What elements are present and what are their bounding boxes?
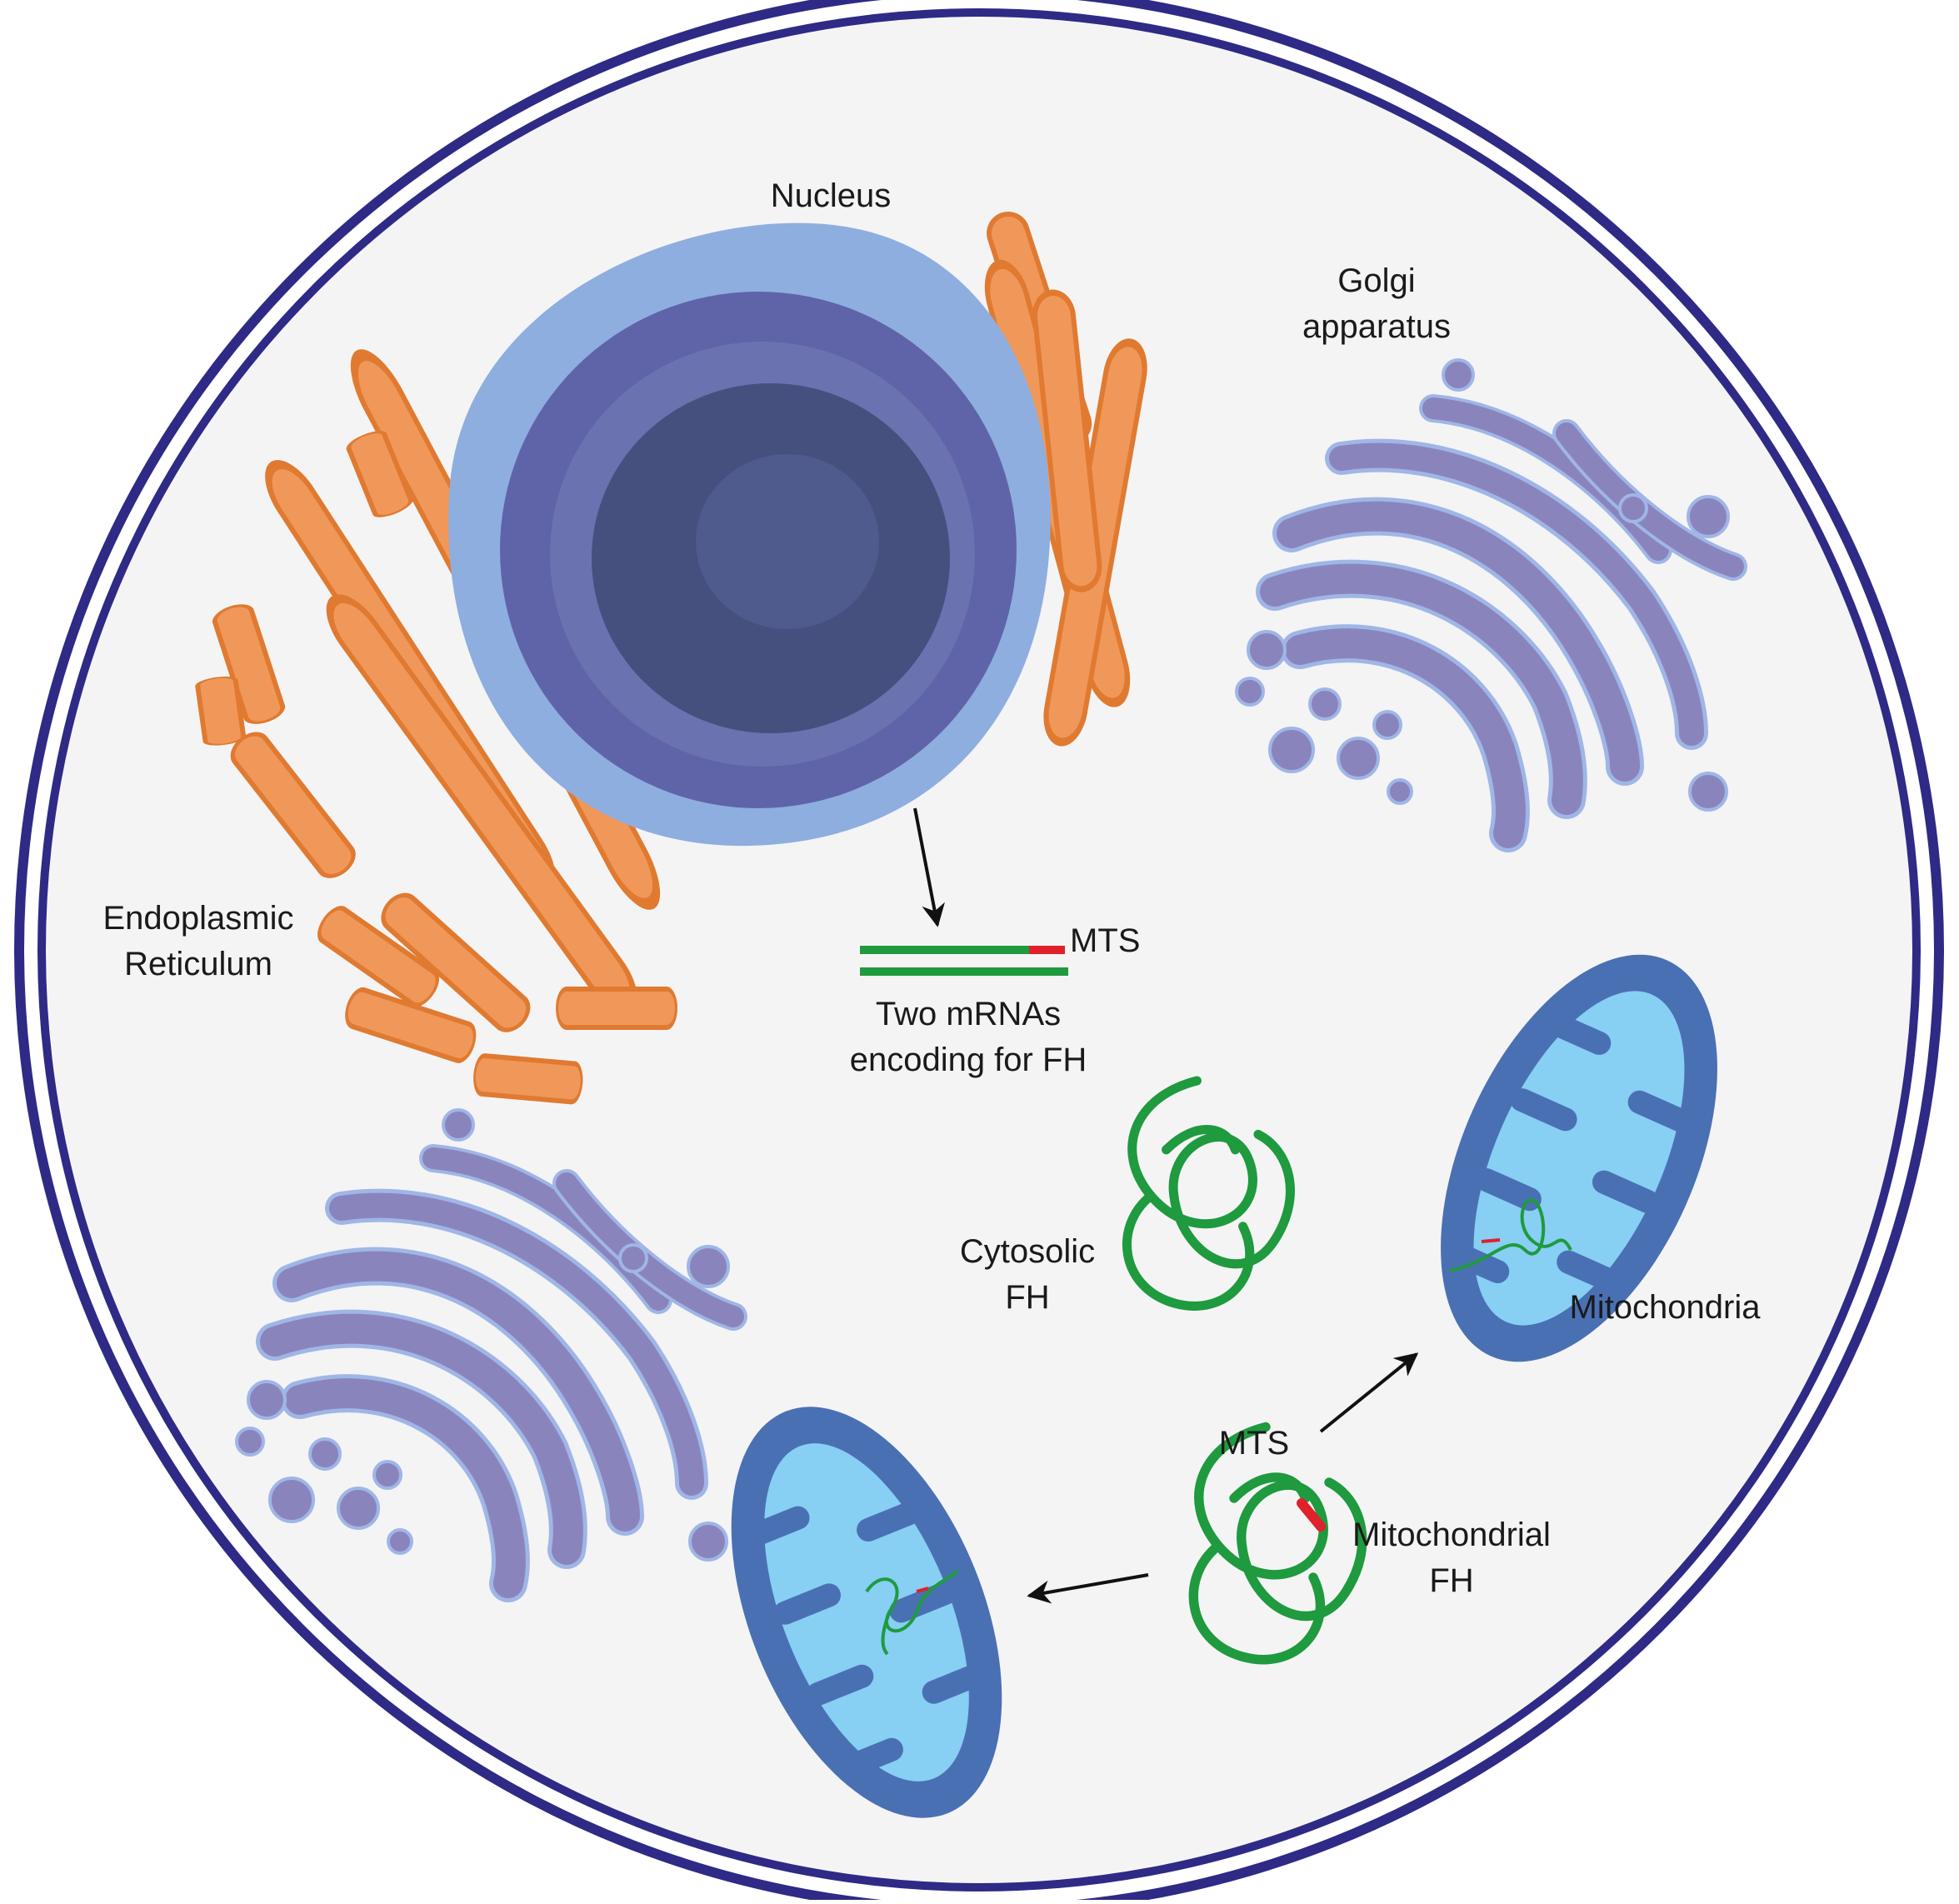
- nucleus-label: Nucleus: [771, 177, 892, 214]
- mrna-label-line1: Two mRNAs: [876, 996, 1061, 1032]
- golgi-label-line2: apparatus: [1302, 308, 1451, 345]
- mitofh-label-line2: FH: [1429, 1562, 1473, 1599]
- mts-protein-label: MTS: [1219, 1425, 1289, 1462]
- golgi-label-line1: Golgi: [1337, 262, 1415, 299]
- imported-protein-icon: [1449, 1198, 1572, 1272]
- mrna-label-line2: encoding for FH: [850, 1042, 1087, 1078]
- cell-border-outer: [14, 0, 1944, 1904]
- er-label-line1: Endoplasmic: [102, 900, 293, 937]
- er-label-line2: Reticulum: [124, 946, 272, 982]
- nucleus-icon: [448, 222, 1051, 847]
- arrow-icon-2: [1319, 1352, 1419, 1433]
- imported-protein-icon-2: [865, 1569, 960, 1656]
- arrow-icon-3: [1027, 1573, 1149, 1604]
- mitofh-label-line1: Mitochondrial: [1352, 1517, 1551, 1553]
- mitochondria-label: Mitochondria: [1569, 1289, 1761, 1326]
- mts-mrna-label: MTS: [1070, 922, 1140, 959]
- imported-mts-icon-2: [916, 1587, 929, 1593]
- mrna-icon: [860, 946, 1068, 976]
- arrow-icon: [913, 807, 945, 927]
- cytosolic-label-line1: Cytosolic: [960, 1233, 1095, 1270]
- imported-mts-icon: [1481, 1238, 1501, 1243]
- mts-tail-icon: [1297, 1498, 1326, 1532]
- cytosolic-label-line2: FH: [1005, 1279, 1049, 1316]
